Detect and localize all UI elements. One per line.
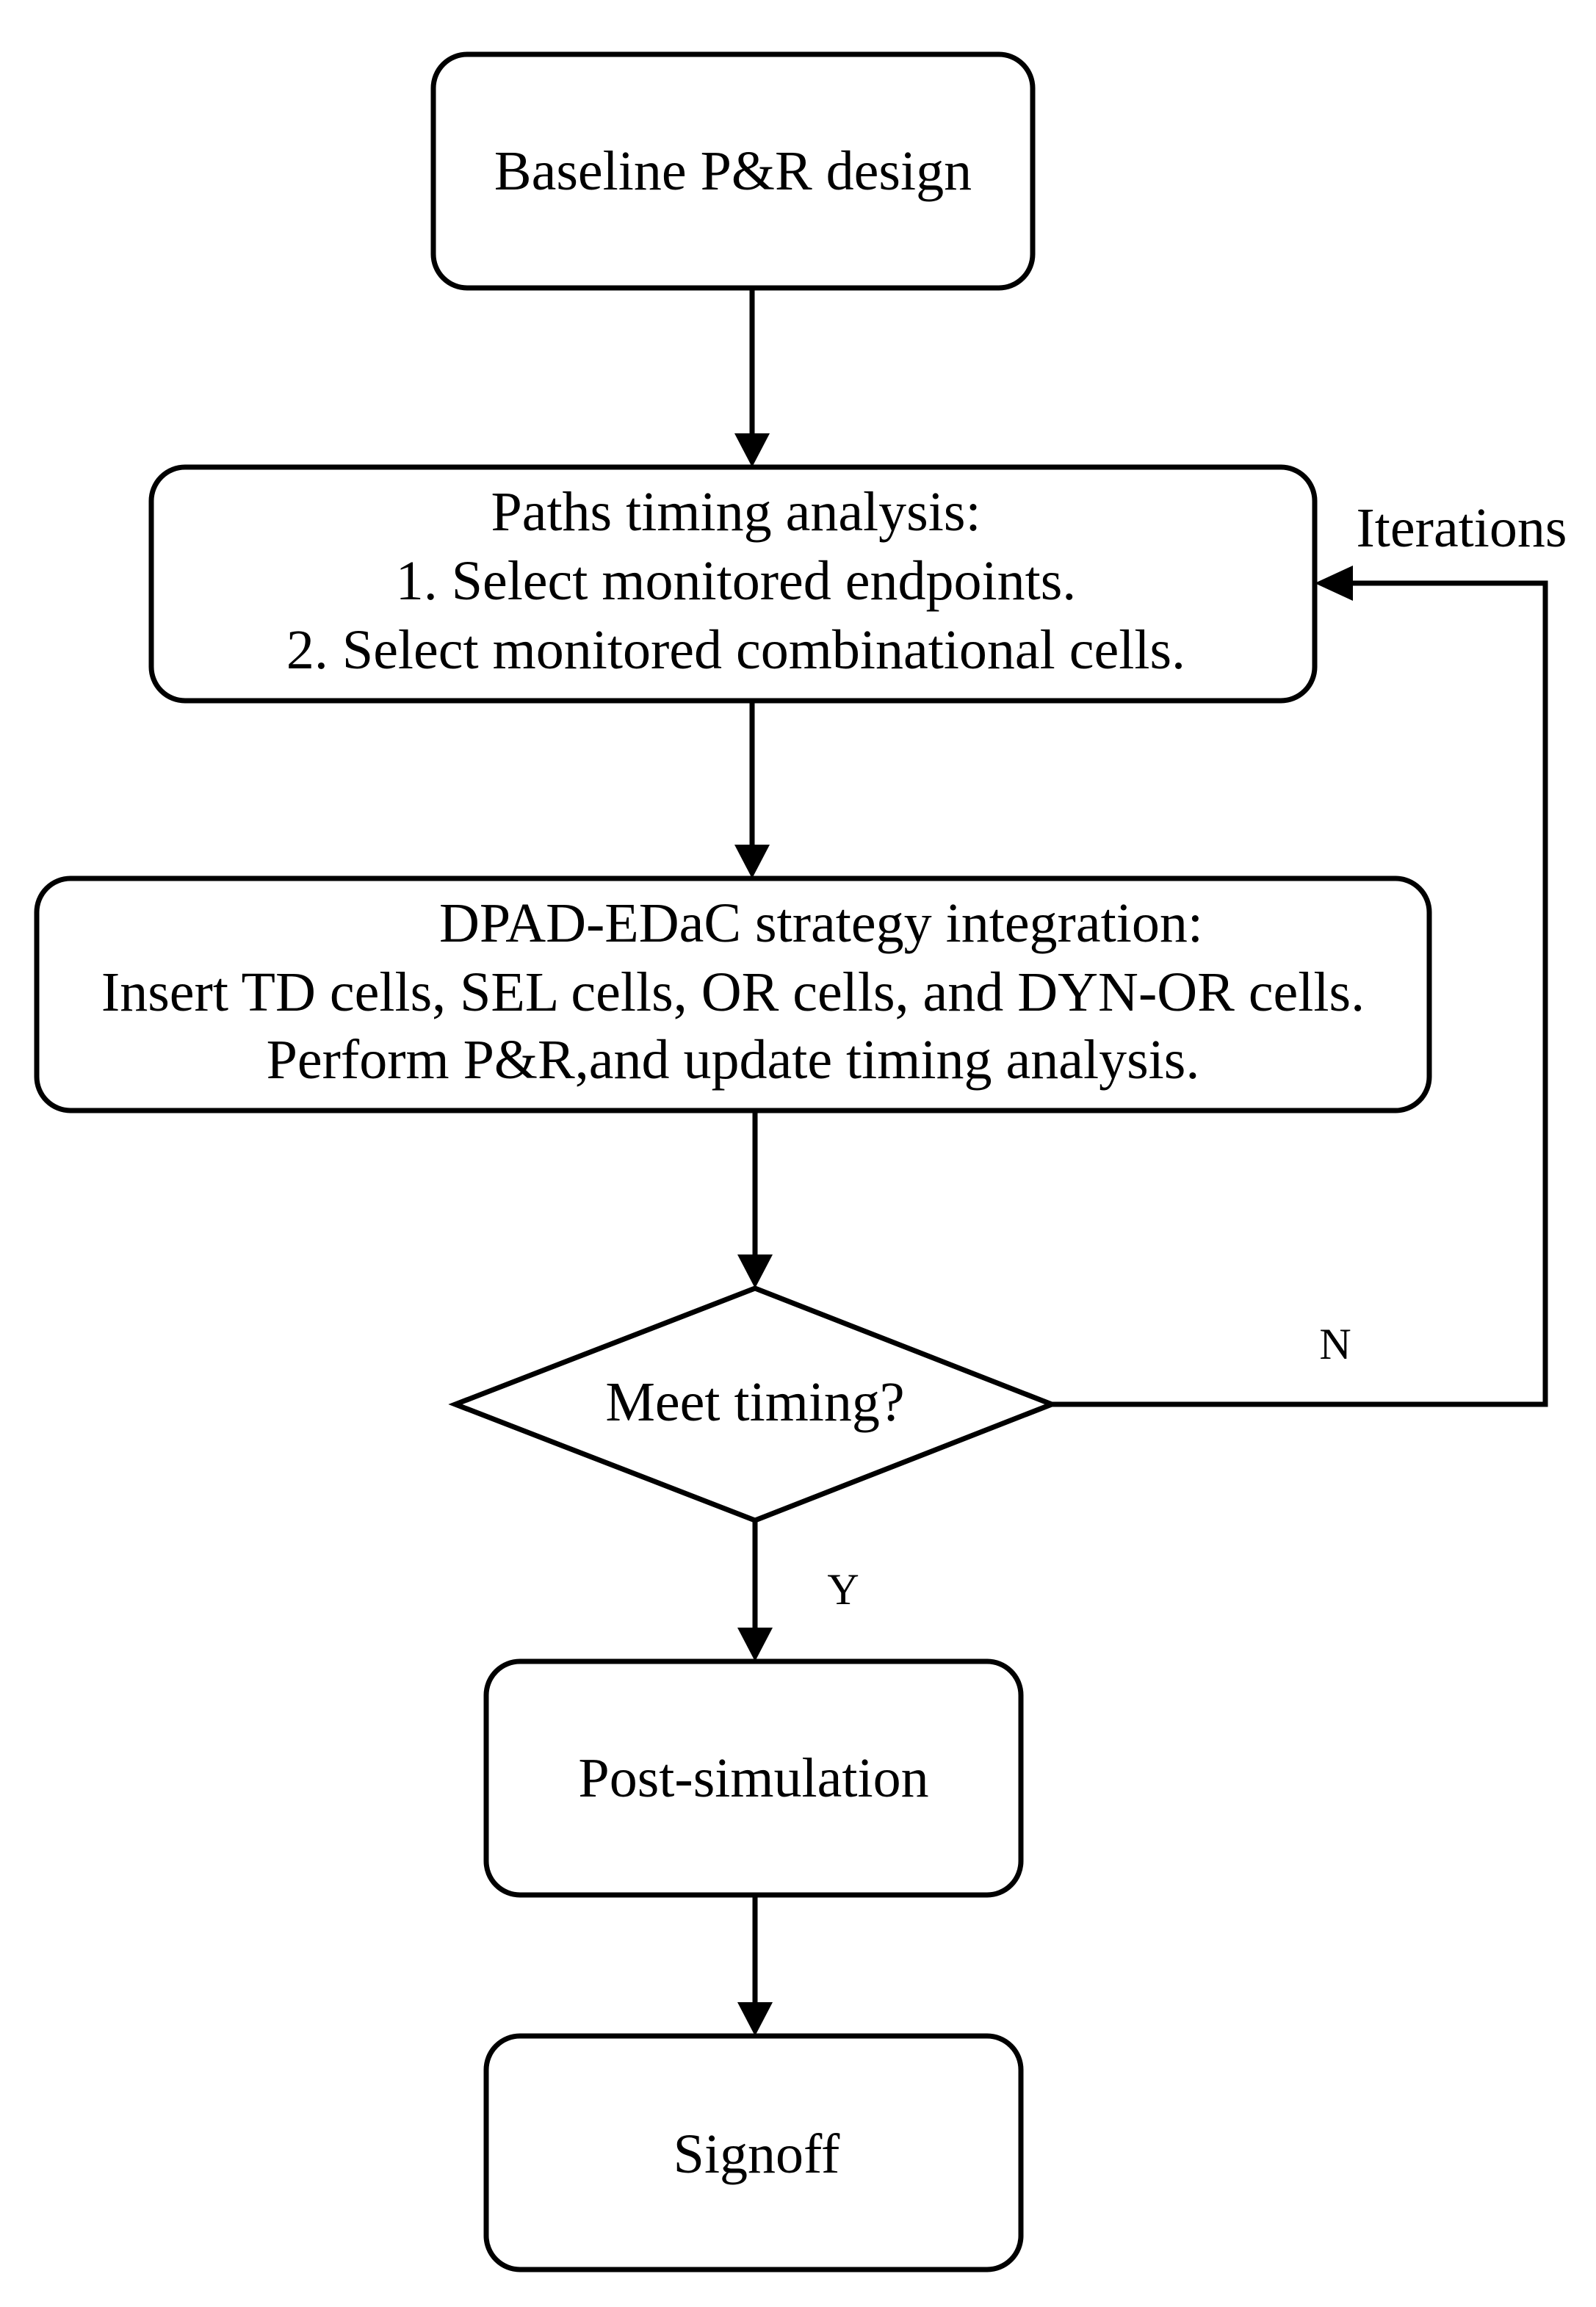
node-signoff: Signoff — [483, 2033, 1024, 2272]
edge-iterations-loop — [1052, 580, 1548, 1407]
arrowhead-decision-to-post-sim — [737, 1628, 773, 1661]
yes-label: Y — [827, 1565, 859, 1614]
arrowhead-paths-to-dpad — [734, 845, 770, 878]
node-post-simulation: Post-simulation — [483, 1658, 1024, 1898]
paths-step-1: 1. Select monitored endpoints. — [396, 550, 1077, 612]
paths-step-2: 2. Select monitored combinational cells. — [286, 619, 1185, 681]
paths-box — [148, 464, 1318, 704]
edges — [734, 288, 1548, 2036]
node-paths-timing-analysis: Paths timing analysis: 1. Select monitor… — [148, 464, 1318, 704]
baseline-box — [430, 51, 1036, 291]
dpad-line-1: Insert TD cells, SEL cells, OR cells, an… — [101, 961, 1365, 1023]
paths-title: Paths timing analysis: — [491, 481, 981, 543]
arrowhead-baseline-to-paths — [734, 433, 770, 467]
decision-label: Meet timing? — [605, 1371, 904, 1433]
arrowhead-dpad-to-decision — [737, 1254, 773, 1288]
no-label: N — [1319, 1320, 1351, 1368]
arrowhead-post-sim-to-signoff — [737, 2002, 773, 2036]
dpad-line-2: Perform P&R,and update timing analysis. — [267, 1029, 1200, 1091]
dpad-box — [34, 875, 1432, 1113]
dpad-title: DPAD-EDaC strategy integration: — [439, 892, 1203, 954]
edge-labels: Iterations N Y — [827, 497, 1567, 1614]
iterations-label: Iterations — [1356, 497, 1567, 559]
signoff-label: Signoff — [674, 2123, 840, 2185]
arrowhead-iterations-loop — [1315, 566, 1353, 601]
node-decision: Meet timing? — [448, 1285, 1059, 1523]
post-sim-label: Post-simulation — [578, 1747, 928, 1809]
node-dpad-edac: DPAD-EDaC strategy integration: Insert T… — [34, 875, 1432, 1113]
node-baseline: Baseline P&R design — [430, 51, 1036, 291]
decision-diamond — [448, 1285, 1059, 1523]
baseline-label: Baseline P&R design — [494, 140, 972, 202]
signoff-box — [483, 2033, 1024, 2272]
post-sim-box — [483, 1658, 1024, 1898]
